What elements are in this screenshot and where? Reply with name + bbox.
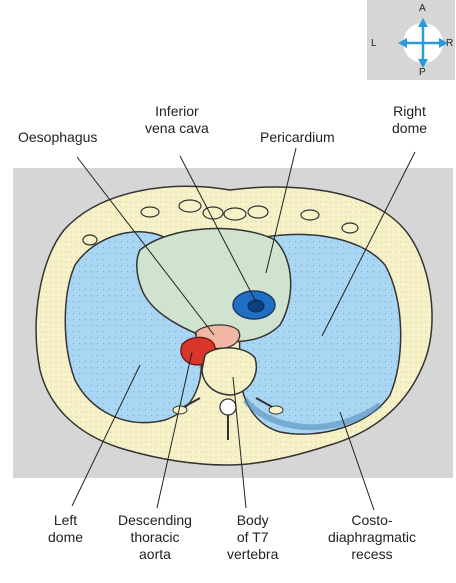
label-body-line2: of T7	[227, 529, 278, 546]
label-aorta-line1: Descending	[118, 512, 192, 529]
label-pericardium: Pericardium	[260, 129, 335, 146]
label-ivc-line2: vena cava	[145, 120, 209, 137]
label-ivc-line1: Inferior	[145, 103, 209, 120]
label-aorta-line3: aorta	[118, 546, 192, 563]
label-right-dome-line2: dome	[392, 120, 427, 137]
label-ivc: Inferior vena cava	[145, 103, 209, 137]
label-recess-line3: recess	[328, 546, 416, 563]
label-left-dome: Left dome	[48, 512, 83, 546]
label-recess-line1: Costo-	[328, 512, 416, 529]
label-descending-aorta: Descending thoracic aorta	[118, 512, 192, 563]
label-aorta-line2: thoracic	[118, 529, 192, 546]
label-right-dome-line1: Right	[392, 103, 427, 120]
label-body-line1: Body	[227, 512, 278, 529]
label-costodiaphragmatic-recess: Costo- diaphragmatic recess	[328, 512, 416, 563]
inferior-vena-cava	[233, 291, 275, 319]
label-t7-body: Body of T7 vertebra	[227, 512, 278, 563]
label-body-line3: vertebra	[227, 546, 278, 563]
label-right-dome: Right dome	[392, 103, 427, 137]
label-left-dome-line2: dome	[48, 529, 83, 546]
label-left-dome-line1: Left	[48, 512, 83, 529]
label-oesophagus: Oesophagus	[18, 129, 97, 146]
label-recess-line2: diaphragmatic	[328, 529, 416, 546]
